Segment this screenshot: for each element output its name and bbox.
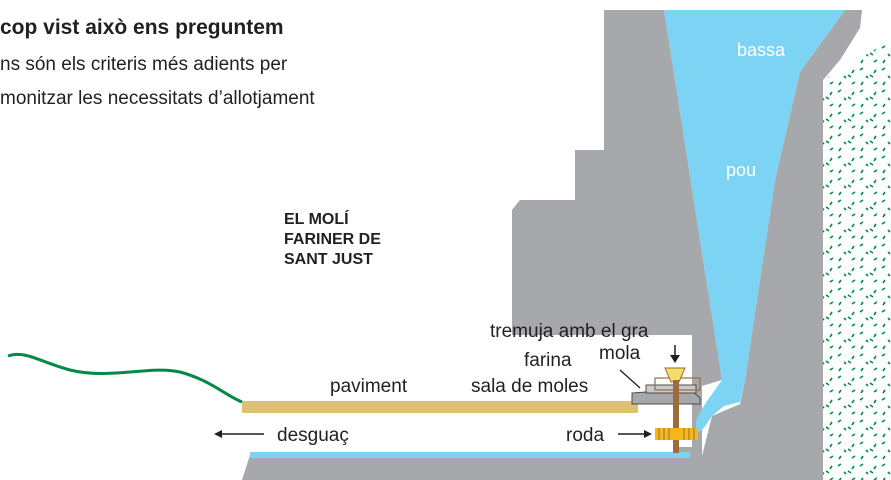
intro-line-2: monitzar les necessitats d’allotjament <box>0 88 315 109</box>
label-mola: mola <box>599 343 641 364</box>
millstone-mola <box>645 384 697 394</box>
label-tremuja: tremuja amb el gra <box>490 321 649 342</box>
gear-roda <box>655 428 698 440</box>
floor-paviment <box>242 401 638 413</box>
water-bassa-pou <box>664 10 845 434</box>
intro-heading: cop vist això ens preguntem <box>0 16 284 39</box>
water-channel <box>250 452 690 458</box>
arrow-desguac-head <box>214 430 222 438</box>
label-desguac: desguaç <box>277 425 349 446</box>
diagram-title-line-2: FARINER DE <box>284 231 381 248</box>
arrow-roda-head <box>644 430 652 438</box>
mill-shaft <box>673 380 679 453</box>
rock-bottom <box>242 447 700 480</box>
stone-wall <box>823 40 891 480</box>
arrow-hopper-head <box>670 355 680 363</box>
label-pou: pou <box>726 160 756 180</box>
diagram-title-line-1: EL MOLÍ <box>284 211 349 228</box>
label-bassa: bassa <box>737 40 786 60</box>
intro-line-1: ns són els criteris més adients per <box>0 54 288 75</box>
gear-teeth <box>658 428 695 440</box>
diagram-title-line-3: SANT JUST <box>284 251 373 268</box>
rock-left <box>512 10 722 480</box>
ground-line <box>7 352 243 404</box>
label-farina: farina <box>524 350 572 371</box>
label-paviment: paviment <box>330 376 408 397</box>
diagram-title: EL MOLÍ FARINER DE SANT JUST <box>284 210 381 270</box>
label-roda: roda <box>566 425 604 446</box>
hopper-tremuja <box>664 367 686 383</box>
arrow-farina <box>619 369 641 389</box>
label-sala-moles: sala de moles <box>471 376 588 397</box>
rock-right <box>700 10 862 480</box>
